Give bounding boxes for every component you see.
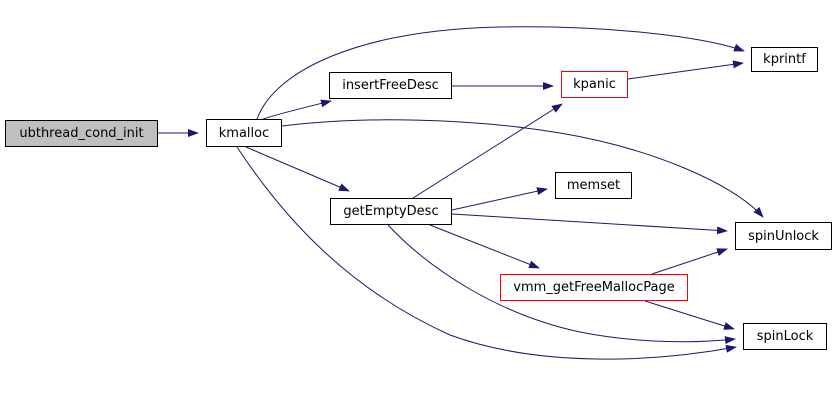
node-memset[interactable]: memset [555,172,632,199]
node-getEmptyDesc[interactable]: getEmptyDesc [330,198,452,225]
node-spinLock[interactable]: spinLock [743,323,827,350]
edge-kpanic-to-kprintf [627,60,744,80]
edge-getEmptyDesc-to-vmm_getFreeMallocPage [429,224,540,269]
edges-group [158,26,764,360]
node-insertFreeDesc[interactable]: insertFreeDesc [329,72,452,99]
edge-kmalloc-to-insertFreeDesc [262,99,332,120]
edge-kmalloc-to-kprintf [256,26,745,120]
edge-kmalloc-to-spinUnlock [281,119,764,218]
edge-kmalloc-to-spinLock [236,146,737,360]
node-kpanic[interactable]: kpanic [561,71,628,98]
edge-vmm_getFreeMallocPage-to-spinUnlock [651,248,728,275]
edge-getEmptyDesc-to-memset [451,187,548,211]
node-vmm_getFreeMallocPage[interactable]: vmm_getFreeMallocPage [500,274,688,301]
node-kprintf[interactable]: kprintf [751,47,818,72]
edge-kmalloc-to-getEmptyDesc [245,146,350,192]
node-ubthread_cond_init[interactable]: ubthread_cond_init [5,120,158,147]
edge-getEmptyDesc-to-spinUnlock [451,213,728,235]
edge-getEmptyDesc-to-kpanic [412,103,563,199]
node-kmalloc[interactable]: kmalloc [206,119,282,147]
node-spinUnlock[interactable]: spinUnlock [735,222,832,250]
edge-vmm_getFreeMallocPage-to-spinLock [644,300,735,330]
edge-getEmptyDesc-to-spinLock [387,224,736,345]
